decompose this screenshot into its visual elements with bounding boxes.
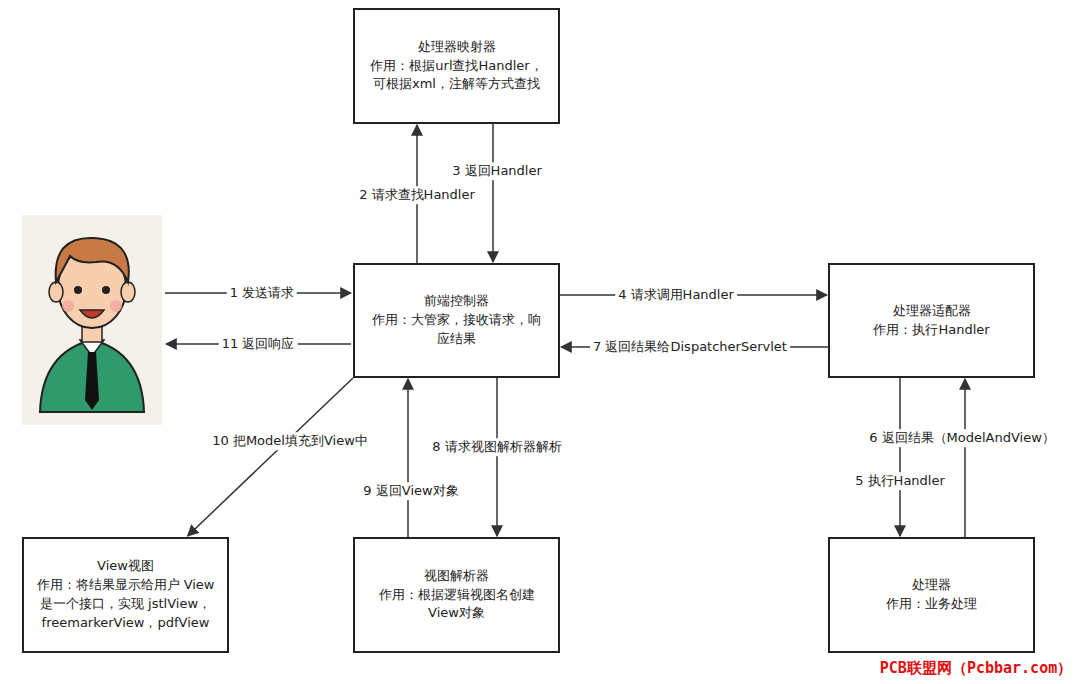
box-title: 处理器映射器 <box>418 38 496 57</box>
box-description: 作用：执行Handler <box>873 321 989 340</box>
step-label: 3 返回Handler <box>449 162 545 180</box>
flow-arrow <box>492 124 494 262</box>
step-label: 6 返回结果（ModelAndView） <box>866 429 1058 447</box>
watermark: PCB联盟网（Pcbbar.com） <box>877 658 1075 678</box>
adapter-box: 处理器适配器作用：执行Handler <box>828 263 1035 378</box>
box-title: 处理器适配器 <box>893 302 971 321</box>
box-description: 作用：大管家，接收请求，响应结果 <box>367 311 546 349</box>
box-description: 作用：业务处理 <box>886 595 977 614</box>
user-figure <box>22 215 162 425</box>
handler-box: 处理器作用：业务处理 <box>828 537 1035 653</box>
flow-arrow <box>899 378 901 536</box>
step-label: 8 请求视图解析器解析 <box>429 438 564 456</box>
controller-box: 前端控制器作用：大管家，接收请求，响应结果 <box>353 263 560 378</box>
step-label: 11 返回响应 <box>219 335 298 353</box>
step-label: 7 返回结果给DispatcherServlet <box>590 338 790 356</box>
resolver-box: 视图解析器作用：根据逻辑视图名创建View对象 <box>353 537 560 653</box>
step-label: 4 请求调用Handler <box>615 286 737 304</box>
box-title: View视图 <box>97 557 154 576</box>
step-label: 9 返回View对象 <box>360 482 461 500</box>
flow-arrow <box>964 379 966 537</box>
step-label: 1 发送请求 <box>227 284 297 302</box>
step-label: 2 请求查找Handler <box>356 186 478 204</box>
step-label: 5 执行Handler <box>852 472 948 490</box>
flow-arrow <box>188 378 353 536</box>
box-title: 前端控制器 <box>424 292 489 311</box>
box-description: 作用：将结果显示给用户 View是一个接口，实现 jstlView，freema… <box>36 576 215 633</box>
box-title: 视图解析器 <box>424 567 489 586</box>
box-description: 作用：根据url查找Handler，可根据xml，注解等方式查找 <box>367 57 546 95</box>
mapper-box: 处理器映射器作用：根据url查找Handler，可根据xml，注解等方式查找 <box>353 8 560 124</box>
flow-arrow <box>407 379 409 537</box>
box-title: 处理器 <box>912 576 951 595</box>
step-label: 10 把Model填充到View中 <box>209 432 371 450</box>
view-box: View视图作用：将结果显示给用户 View是一个接口，实现 jstlView，… <box>22 537 229 653</box>
box-description: 作用：根据逻辑视图名创建View对象 <box>367 586 546 624</box>
flow-arrow <box>496 378 498 536</box>
